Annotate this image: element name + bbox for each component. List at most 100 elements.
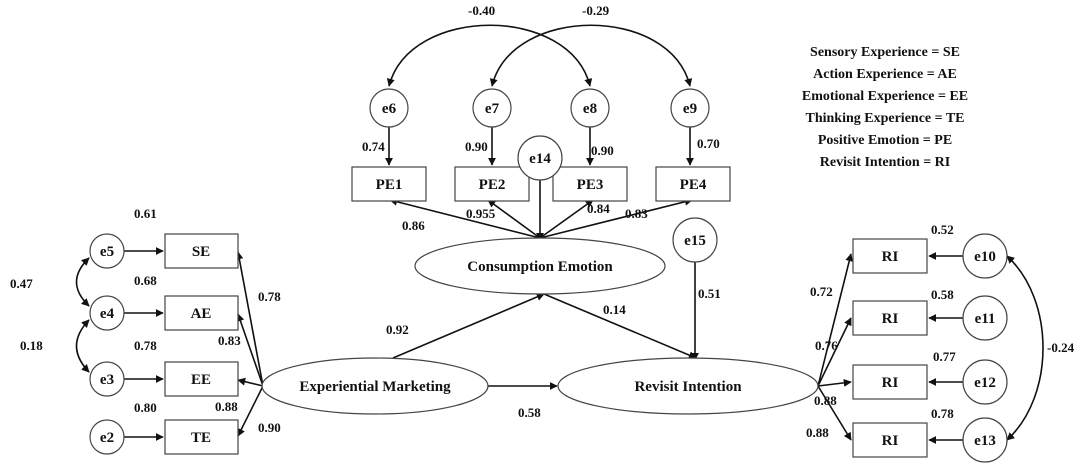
legend-line: Sensory Experience = SE	[810, 45, 960, 60]
indicator-label-pe4: PE4	[680, 177, 707, 193]
legend-line: Positive Emotion = PE	[818, 133, 952, 148]
error-label-e11: e11	[975, 311, 996, 327]
error-e8: e8	[570, 88, 610, 128]
indicator-pe4: PE4	[655, 166, 731, 202]
error-e4: e4	[89, 295, 125, 331]
error-e10: e10	[962, 233, 1008, 279]
indicator-pe1: PE1	[351, 166, 427, 202]
latent-consumption-emotion: Consumption Emotion	[414, 237, 666, 295]
error-label-e3: e3	[100, 372, 114, 388]
indicator-label-ri4: RI	[882, 433, 899, 449]
indicator-label-pe1: PE1	[376, 177, 403, 193]
error-e9: e9	[670, 88, 710, 128]
coef-load-ri4: 0.88	[806, 425, 829, 440]
arrow-ce-pe1	[389, 197, 541, 239]
abbreviation-legend: Sensory Experience = SE Action Experienc…	[802, 45, 968, 170]
indicator-boxes: SE AE EE TE PE1 PE2 PE3 PE4	[164, 166, 928, 458]
latent-revisit-intention: Revisit Intention	[557, 357, 819, 415]
indicator-ri3: RI	[852, 364, 928, 400]
covariance-e5-e4	[75, 257, 90, 307]
error-e3: e3	[89, 361, 125, 397]
indicator-ri1: RI	[852, 238, 928, 274]
indicator-pe2: PE2	[454, 166, 530, 202]
latent-label-experiential-marketing: Experiential Marketing	[299, 379, 451, 395]
error-label-e7: e7	[485, 101, 500, 117]
coef-r2-se: 0.61	[134, 206, 157, 221]
error-label-e15: e15	[684, 233, 706, 249]
error-label-e14: e14	[529, 151, 551, 167]
arrow-ri-ri3	[817, 378, 852, 387]
covariance-e4-e3	[75, 319, 90, 373]
latent-experiential-marketing: Experiential Marketing	[261, 357, 489, 415]
coef-err-e15: 0.51	[698, 286, 721, 301]
error-terms: e5 e4 e3 e2 e6 e7 e8 e9	[89, 88, 1008, 463]
coef-load-te: 0.90	[258, 420, 281, 435]
arrow-ce-pe2	[487, 199, 541, 239]
error-label-e4: e4	[100, 306, 115, 322]
arrows	[75, 24, 1044, 444]
arrow-em-ce	[392, 293, 545, 359]
arrow-ri-ri1	[817, 253, 854, 387]
coef-load-pe4: 0.83	[625, 206, 648, 221]
coef-load-pe3: 0.84	[587, 201, 610, 216]
latent-label-revisit-intention: Revisit Intention	[634, 379, 742, 395]
error-label-e5: e5	[100, 244, 114, 260]
error-label-e10: e10	[974, 249, 996, 265]
legend-line: Thinking Experience = TE	[805, 111, 964, 126]
error-label-e13: e13	[974, 433, 996, 449]
error-e2: e2	[89, 419, 125, 455]
error-label-e8: e8	[583, 101, 597, 117]
indicator-ae: AE	[164, 295, 239, 331]
coef-r2-te: 0.80	[134, 400, 157, 415]
coef-r2-ri4: 0.78	[931, 406, 954, 421]
indicator-ri4: RI	[852, 422, 928, 458]
coef-r2-ee: 0.78	[134, 338, 157, 353]
arrow-ri-ri4	[817, 385, 852, 441]
error-label-e9: e9	[683, 101, 697, 117]
indicator-label-pe2: PE2	[479, 177, 506, 193]
error-label-e12: e12	[974, 375, 996, 391]
arrow-em-ae	[236, 313, 264, 387]
arrow-ce-pe3	[539, 199, 594, 239]
error-e5: e5	[89, 233, 125, 269]
error-label-e2: e2	[100, 430, 114, 446]
coefficient-labels: 0.61 0.68 0.78 0.80 0.47 0.18 0.78 0.83 …	[10, 3, 1075, 440]
coef-r2-ri2: 0.58	[931, 287, 954, 302]
error-e13: e13	[962, 417, 1008, 463]
coef-load-ae: 0.83	[218, 333, 241, 348]
error-label-e6: e6	[382, 101, 397, 117]
latent-label-consumption-emotion: Consumption Emotion	[467, 259, 613, 275]
legend-line: Revisit Intention = RI	[820, 155, 950, 170]
latent-variables: Experiential Marketing Consumption Emoti…	[261, 237, 819, 415]
coef-r2-ri3: 0.77	[933, 349, 956, 364]
error-e6: e6	[369, 88, 409, 128]
coef-cov-e5-e4: 0.47	[10, 276, 33, 291]
coef-err-e6: 0.74	[362, 139, 385, 154]
indicator-label-ee: EE	[191, 372, 211, 388]
indicator-label-ri2: RI	[882, 311, 899, 327]
arrow-em-ee	[237, 377, 264, 387]
coef-cov-e7-e9: -0.29	[582, 3, 610, 18]
covariance-e6-e8	[386, 24, 593, 87]
covariance-e10-e13	[1006, 255, 1044, 441]
coef-load-se: 0.78	[258, 289, 281, 304]
coef-path-em-ri: 0.58	[518, 405, 541, 420]
coef-err-e9: 0.70	[697, 136, 720, 151]
coef-load-ri1: 0.72	[810, 284, 833, 299]
coef-r2-ri1: 0.52	[931, 222, 954, 237]
coef-load-ri3: 0.88	[814, 393, 837, 408]
arrow-ce-pe4	[539, 197, 693, 239]
coef-cov-e6-e8: -0.40	[468, 3, 495, 18]
error-e14: e14	[517, 135, 563, 181]
coef-cov-e10-e13: -0.24	[1047, 340, 1075, 355]
indicator-te: TE	[164, 419, 239, 455]
coef-load-pe2: 0.955	[466, 206, 496, 221]
covariance-e7-e9	[489, 24, 693, 87]
indicator-label-se: SE	[192, 244, 210, 260]
legend-line: Emotional Experience = EE	[802, 89, 968, 104]
indicator-label-pe3: PE3	[577, 177, 604, 193]
error-e12: e12	[962, 359, 1008, 405]
arrow-ri-ri2	[817, 317, 852, 387]
legend-line: Action Experience = AE	[813, 67, 957, 82]
